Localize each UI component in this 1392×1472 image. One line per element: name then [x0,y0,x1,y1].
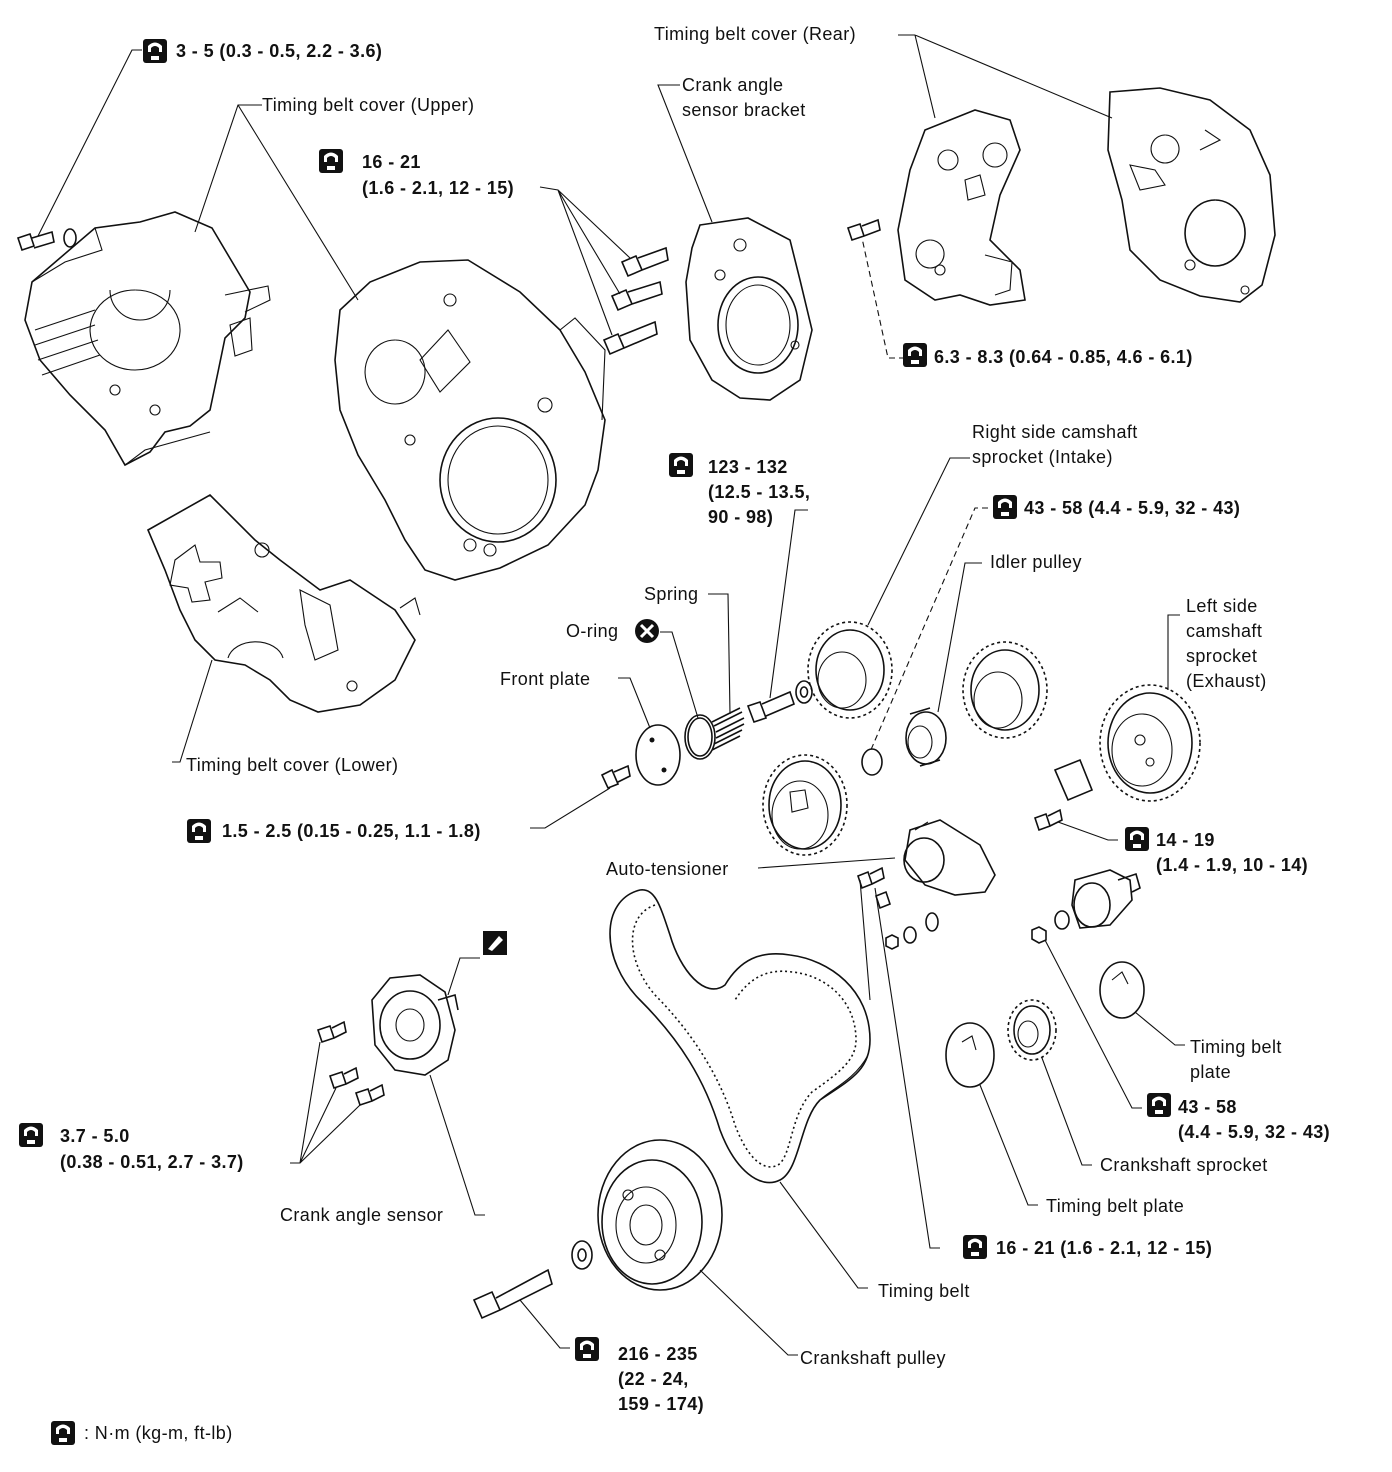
label-crankshaft-pulley: Crankshaft pulley [800,1348,946,1368]
auto-tensioner [857,819,996,950]
torque-value-t4a: 123 - 132 [708,457,788,477]
timing-belt-cover-rear-left [897,109,1026,306]
label-timing-belt: Timing belt [878,1281,970,1301]
crank-angle-sensor [316,974,459,1107]
torque-value-t4b: (12.5 - 13.5, [708,482,811,502]
torque-value-t11c: 159 - 174) [618,1394,705,1414]
timing-belt-plate-lower [945,1022,995,1088]
torque-value-t6: 1.5 - 2.5 (0.15 - 0.25, 1.1 - 1.8) [222,821,481,841]
torque-value-t7b: (1.4 - 1.9, 10 - 14) [1156,855,1309,875]
torque-value-t1: 3 - 5 (0.3 - 0.5, 2.2 - 3.6) [176,41,383,61]
label-cover-upper: Timing belt cover (Upper) [262,95,475,115]
crank-angle-sensor-bracket [685,217,813,401]
torque-wrench-icon [143,39,167,63]
timing-belt-cover-front [334,259,606,581]
torque-value-t9b: (0.38 - 0.51, 2.7 - 3.7) [60,1152,244,1172]
idler-sprocket-center [962,641,1048,739]
torque-wrench-icon [1147,1093,1171,1117]
label-spring: Spring [644,584,699,604]
torque-value-t3: 6.3 - 8.3 (0.64 - 0.85, 4.6 - 6.1) [934,347,1193,367]
label-ls-sprocket-2: camshaft [1186,621,1263,641]
label-ls-sprocket-4: (Exhaust) [1186,671,1267,691]
label-crank-angle-sensor: Crank angle sensor [280,1205,444,1225]
label-rs-sprocket-2: sprocket (Intake) [972,447,1113,467]
label-crankshaft-sprocket: Crankshaft sprocket [1100,1155,1268,1175]
torque-value-t8b: (4.4 - 5.9, 32 - 43) [1178,1122,1331,1142]
label-cas-bracket-1: Crank angle [682,75,784,95]
torque-value-t5: 43 - 58 (4.4 - 5.9, 32 - 43) [1024,498,1241,518]
torque-value-t7a: 14 - 19 [1156,830,1215,850]
front-plate-assembly [600,680,813,790]
do-not-reuse-icon [635,619,659,643]
label-oring: O-ring [566,621,619,641]
label-ls-sprocket-3: sprocket [1186,646,1258,666]
torque-wrench-icon [903,343,927,367]
label-cover-rear: Timing belt cover (Rear) [654,24,856,44]
torque-value-t9a: 3.7 - 5.0 [60,1126,130,1146]
timing-belt-cover-upper [24,211,271,467]
torque-wrench-icon [319,149,343,173]
crankshaft-pulley [597,1139,723,1291]
timing-belt-cover-rear-right [1107,87,1276,303]
leader-lines [37,34,1185,1356]
legend-units: : N·m (kg-m, ft-lb) [84,1423,233,1443]
timing-sprocket-lower-left [762,754,848,856]
label-tb-plate-right-2: plate [1190,1062,1232,1082]
right-side-camshaft-sprocket [807,621,893,719]
label-auto-tensioner: Auto-tensioner [606,859,729,879]
label-cas-bracket-2: sensor bracket [682,100,806,120]
tensioner-bracket-plate [1053,758,1094,802]
cover-upper-bolt [16,228,77,252]
torque-value-t10: 16 - 21 (1.6 - 2.1, 12 - 15) [996,1238,1213,1258]
torque-value-t4c: 90 - 98) [708,507,774,527]
torque-wrench-icon [993,495,1017,519]
rear-cover-bolt [846,218,881,242]
label-idler-pulley: Idler pulley [990,552,1082,572]
torque-value-t11b: (22 - 24, [618,1369,689,1389]
label-cover-lower: Timing belt cover (Lower) [186,755,399,775]
label-tb-plate-right-1: Timing belt [1190,1037,1282,1057]
timing-belt-cover-lower [146,494,421,713]
torque-wrench-icon [575,1337,599,1361]
timing-belt [609,889,871,1184]
torque-value-t2b: (1.6 - 2.1, 12 - 15) [362,178,515,198]
idler-pulley [861,707,947,776]
torque-wrench-icon [963,1235,987,1259]
left-side-camshaft-sprocket [1099,684,1201,802]
cover-bolts-group [602,246,669,356]
torque-wrench-icon [19,1123,43,1147]
label-front-plate: Front plate [500,669,591,689]
label-tb-plate-lower: Timing belt plate [1046,1196,1185,1216]
crankshaft-pulley-bolt [472,1240,593,1320]
sealant-icon [483,931,507,955]
torque-wrench-icon [669,453,693,477]
torque-wrench-icon [1125,827,1149,851]
torque-value-t8a: 43 - 58 [1178,1097,1237,1117]
torque-value-t11a: 216 - 235 [618,1344,698,1364]
bolt-14-19 [1033,808,1063,832]
torque-wrench-icon [51,1421,75,1445]
crankshaft-sprocket-parts-right [1031,869,1145,1019]
torque-value-t2a: 16 - 21 [362,152,421,172]
label-rs-sprocket-1: Right side camshaft [972,422,1138,442]
label-ls-sprocket-1: Left side [1186,596,1258,616]
torque-wrench-icon [187,819,211,843]
crankshaft-sprocket [1007,999,1057,1061]
